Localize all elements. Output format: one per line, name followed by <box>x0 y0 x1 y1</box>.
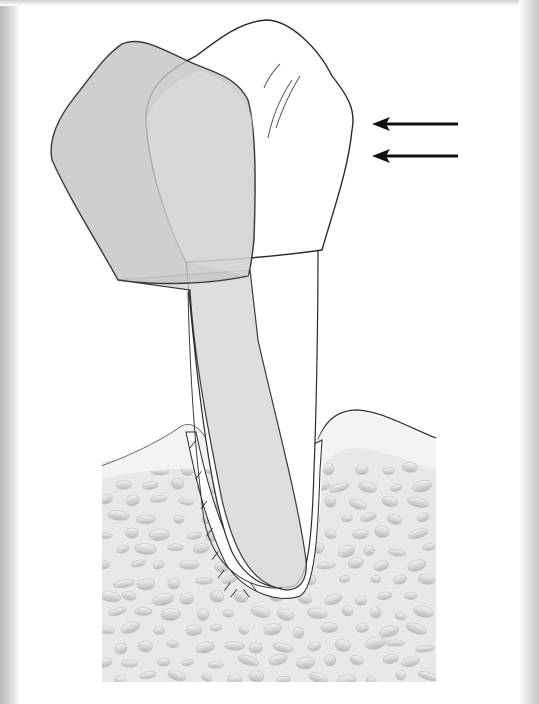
bone-pore <box>179 560 199 569</box>
bone-pore <box>405 592 417 600</box>
bone-pore <box>249 643 263 654</box>
bone-pore <box>227 674 242 685</box>
bone-pore <box>121 660 137 668</box>
bone-pore <box>153 627 165 635</box>
force-arrow <box>372 117 458 131</box>
bone-pore <box>383 467 395 475</box>
force-arrow <box>372 149 458 163</box>
bone-pore <box>355 596 367 605</box>
bone-pore <box>168 544 184 551</box>
bone-pore <box>135 608 152 616</box>
bone-pore <box>208 661 224 668</box>
bone-pore <box>341 515 352 522</box>
bone-pore <box>125 528 138 538</box>
force-arrows <box>372 117 458 163</box>
bone-pore <box>168 578 181 589</box>
bone-pore <box>197 609 209 621</box>
bone-pore <box>173 515 184 523</box>
bone-pore <box>94 560 110 570</box>
bone-pore <box>385 640 405 647</box>
bone-pore <box>371 575 382 583</box>
